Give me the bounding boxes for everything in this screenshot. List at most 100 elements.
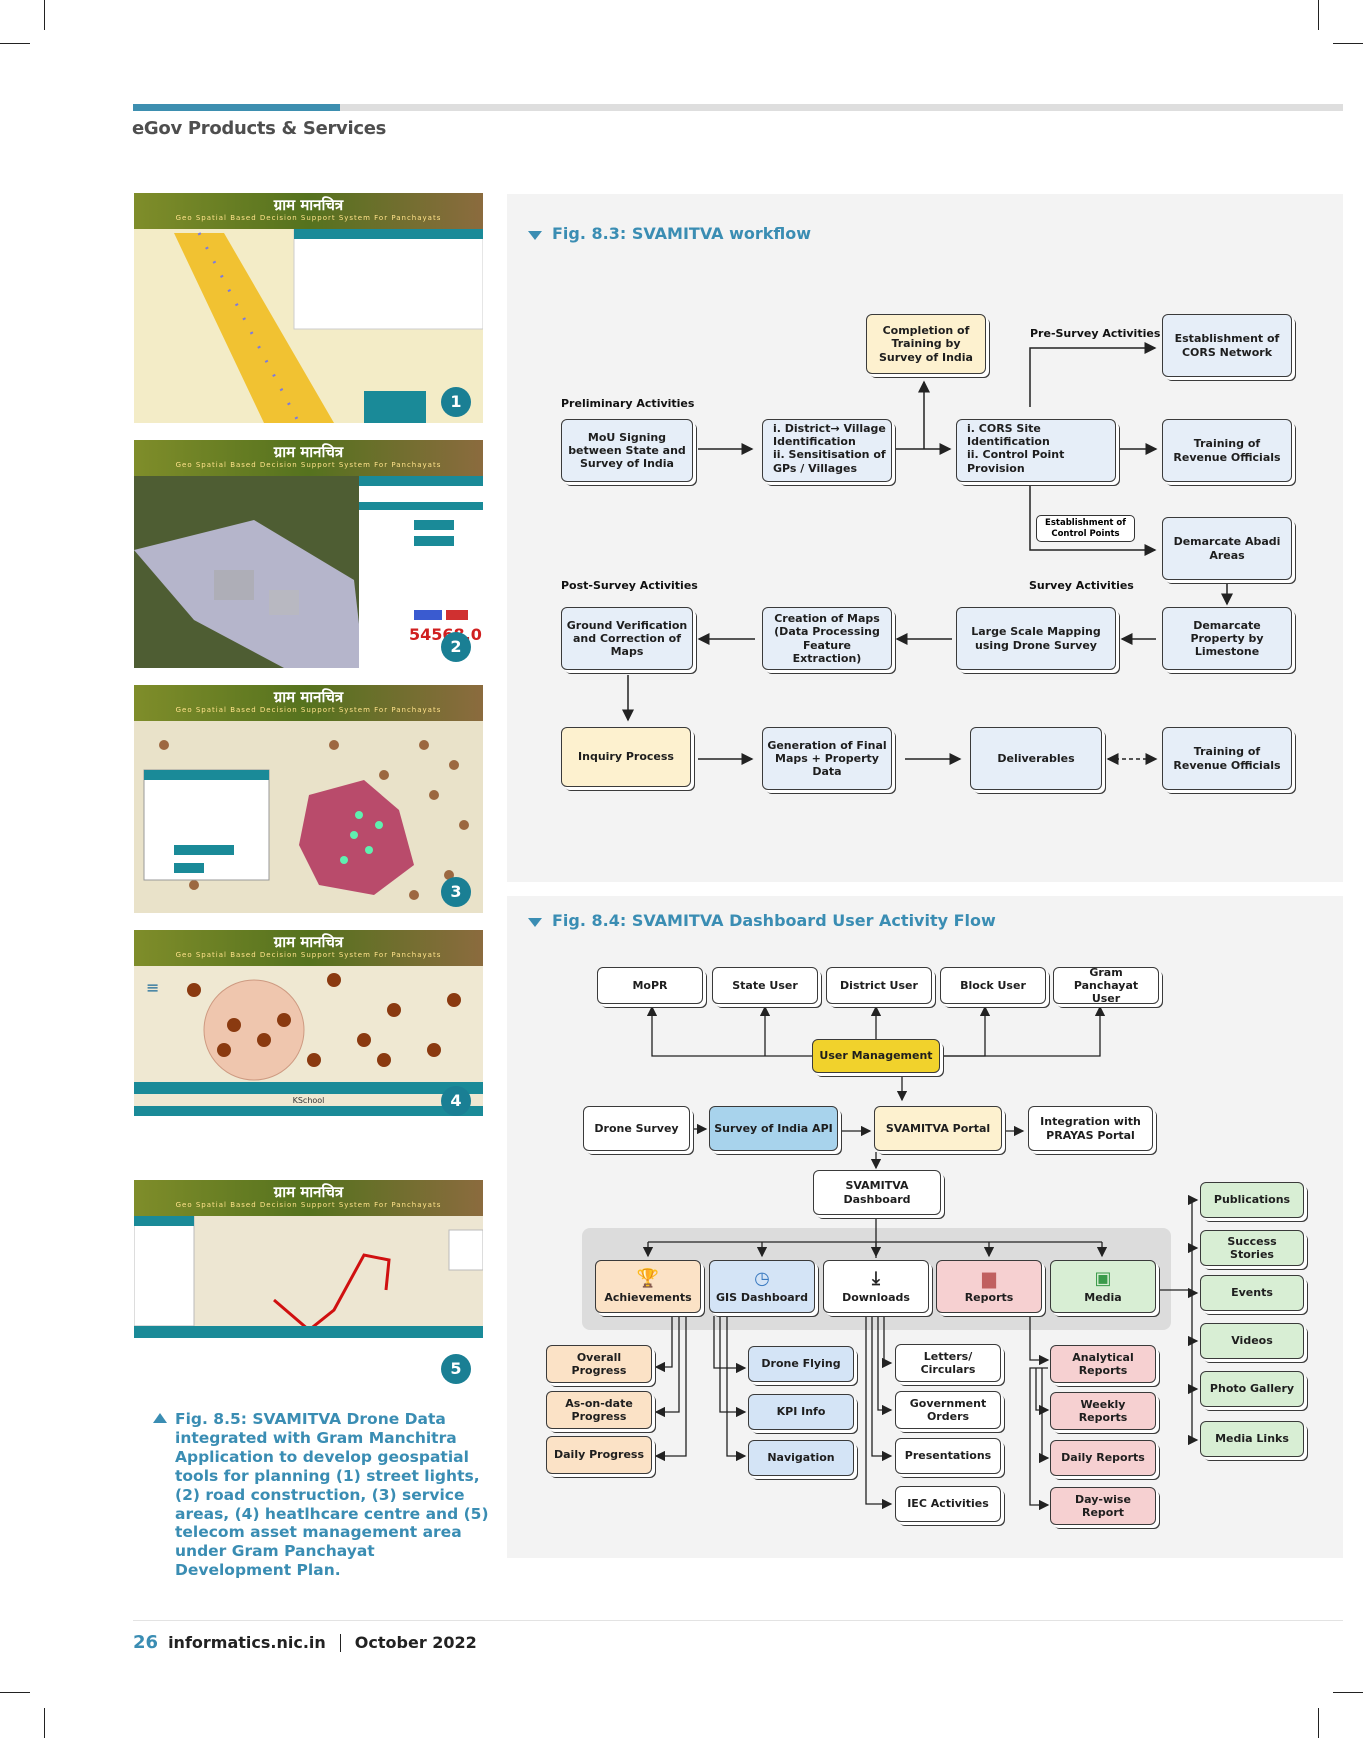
crop-mark — [0, 1692, 30, 1693]
download-icon: ⤓ — [872, 1267, 880, 1289]
box-presentations: Presentations — [895, 1438, 1001, 1474]
thumbnail-road-construction: ग्राम मानचित्र Geo Spatial Based Decisio… — [134, 440, 483, 668]
box-district-village: i. District→ Village Identification ii. … — [762, 419, 892, 482]
fig-8-4-caption: Fig. 8.4: SVAMITVA Dashboard User Activi… — [552, 911, 996, 930]
app-banner: ग्राम मानचित्र Geo Spatial Based Decisio… — [134, 193, 483, 229]
table-title: KSchool — [292, 1096, 325, 1105]
category-label: Reports — [964, 1290, 1014, 1304]
crop-mark — [0, 43, 30, 44]
district-village-line-2: ii. Sensitisation of GPs / Villages — [773, 448, 886, 475]
box-training-revenue-2: Training of Revenue Officials — [1162, 727, 1292, 790]
box-videos: Videos — [1200, 1323, 1304, 1359]
bar-chart-icon: ▆ — [982, 1267, 996, 1289]
service-areas-map — [143, 740, 469, 900]
box-media-links: Media Links — [1200, 1421, 1304, 1457]
footer-date: October 2022 — [354, 1633, 477, 1652]
crop-mark — [44, 1708, 45, 1738]
box-reports: ▆ Reports — [936, 1260, 1042, 1313]
crop-mark — [1318, 1708, 1319, 1738]
box-daily-reports: Daily Reports — [1050, 1440, 1156, 1476]
box-analytical-reports: Analytical Reports — [1050, 1345, 1156, 1383]
box-prayas-integration: Integration with PRAYAS Portal — [1028, 1106, 1153, 1151]
app-title: ग्राम मानचित्र — [273, 933, 344, 951]
label-survey-activities: Survey Activities — [1029, 579, 1134, 592]
crop-mark — [1333, 43, 1363, 44]
app-title: ग्राम मानचित्र — [273, 443, 344, 461]
trophy-icon: 🏆 — [636, 1267, 660, 1289]
box-as-on-date-progress: As-on-date Progress — [546, 1391, 652, 1429]
thumbnail-number: 1 — [441, 387, 471, 417]
box-weekly-reports: Weekly Reports — [1050, 1392, 1156, 1430]
box-large-scale-mapping: Large Scale Mapping using Drone Survey — [956, 607, 1116, 670]
category-label: Achievements — [604, 1290, 692, 1304]
box-svamitva-dashboard: SVAMITVA Dashboard — [813, 1170, 941, 1215]
box-ground-verification: Ground Verification and Correction of Ma… — [561, 607, 693, 670]
cors-site-line-1: i. CORS Site Identification — [967, 422, 1050, 449]
box-user-state: State User — [712, 967, 818, 1004]
app-title: ग्राम मानचित्र — [273, 1183, 344, 1201]
box-demarcate-property: Demarcate Property by Limestone — [1162, 607, 1292, 670]
box-training-revenue-1: Training of Revenue Officials — [1162, 419, 1292, 482]
thumbnail-healthcare: ग्राम मानचित्र Geo Spatial Based Decisio… — [134, 930, 483, 1160]
street-lights-map — [174, 228, 483, 423]
box-user-mopr: MoPR — [597, 967, 703, 1004]
box-kpi-info: KPI Info — [748, 1394, 854, 1430]
box-drone-flying: Drone Flying — [748, 1346, 854, 1382]
fig-8-3-caption: Fig. 8.3: SVAMITVA workflow — [552, 224, 812, 243]
thumbnail-service-areas: ग्राम मानचित्र Geo Spatial Based Decisio… — [134, 685, 483, 913]
box-letters-circulars: Letters/ Circulars — [895, 1344, 1001, 1382]
app-subtitle: Geo Spatial Based Decision Support Syste… — [175, 951, 442, 959]
box-events: Events — [1200, 1275, 1304, 1311]
thumbnail-telecom: ग्राम मानचित्र Geo Spatial Based Decisio… — [134, 1180, 483, 1390]
footer-rule — [133, 1620, 1343, 1621]
healthcare-map — [134, 973, 483, 1160]
box-creation-maps: Creation of Maps (Data Processing Featur… — [762, 607, 892, 670]
label-pre-survey-activities: Pre-Survey Activities — [1030, 327, 1161, 340]
box-day-wise-report: Day-wise Report — [1050, 1487, 1156, 1525]
box-mou-signing: MoU Signing between State and Survey of … — [561, 419, 693, 482]
box-user-management: User Management — [812, 1039, 940, 1073]
box-deliverables: Deliverables — [970, 727, 1102, 790]
box-cors-network: Establishment of CORS Network — [1162, 314, 1292, 377]
app-subtitle: Geo Spatial Based Decision Support Syste… — [175, 461, 442, 469]
box-user-gram-panchayat: Gram Panchayat User — [1053, 966, 1159, 1005]
crop-mark — [1333, 1692, 1363, 1693]
header-rule — [340, 104, 1343, 111]
category-label: GIS Dashboard — [716, 1290, 808, 1304]
box-drone-survey: Drone Survey — [583, 1106, 690, 1151]
box-government-orders: Government Orders — [895, 1391, 1001, 1429]
crop-mark — [44, 0, 45, 30]
image-icon: ▣ — [1094, 1267, 1112, 1289]
box-svamitva-portal: SVAMITVA Portal — [874, 1106, 1002, 1151]
box-generation-final-maps: Generation of Final Maps + Property Data — [762, 727, 892, 790]
box-media: ▣ Media — [1050, 1260, 1156, 1313]
box-user-block: Block User — [940, 967, 1046, 1004]
thumbnail-number: 2 — [441, 632, 471, 662]
app-title: ग्राम मानचित्र — [273, 196, 344, 214]
page-number: 26 — [133, 1632, 159, 1653]
box-control-points: Establishment of Control Points — [1036, 515, 1135, 542]
telecom-map — [134, 1215, 483, 1390]
app-subtitle: Geo Spatial Based Decision Support Syste… — [175, 1201, 442, 1209]
box-gis-dashboard: ◷ GIS Dashboard — [709, 1260, 815, 1313]
app-banner: ग्राम मानचित्र Geo Spatial Based Decisio… — [134, 440, 483, 476]
box-daily-progress: Daily Progress — [546, 1436, 652, 1474]
box-user-district: District User — [826, 967, 932, 1004]
box-photo-gallery: Photo Gallery — [1200, 1371, 1304, 1407]
box-success-stories: Success Stories — [1200, 1230, 1304, 1266]
box-overall-progress: Overall Progress — [546, 1345, 652, 1383]
app-banner: ग्राम मानचित्र Geo Spatial Based Decisio… — [134, 685, 483, 721]
footer-separator — [339, 1633, 341, 1652]
dashboard-gauge-icon: ◷ — [754, 1267, 770, 1289]
box-achievements: 🏆 Achievements — [595, 1260, 701, 1313]
box-downloads: ⤓ Downloads — [823, 1260, 929, 1313]
menu-icon: ≡ — [146, 978, 160, 997]
app-banner: ग्राम मानचित्र Geo Spatial Based Decisio… — [134, 1180, 483, 1216]
header-accent-bar — [133, 104, 340, 111]
box-iec-activities: IEC Activities — [895, 1486, 1001, 1522]
thumbnail-street-lights: ग्राम मानचित्र Geo Spatial Based Decisio… — [134, 193, 483, 423]
label-preliminary-activities: Preliminary Activities — [561, 397, 695, 410]
fig-8-5-caption: Fig. 8.5: SVAMITVA Drone Data integrated… — [175, 1410, 489, 1580]
